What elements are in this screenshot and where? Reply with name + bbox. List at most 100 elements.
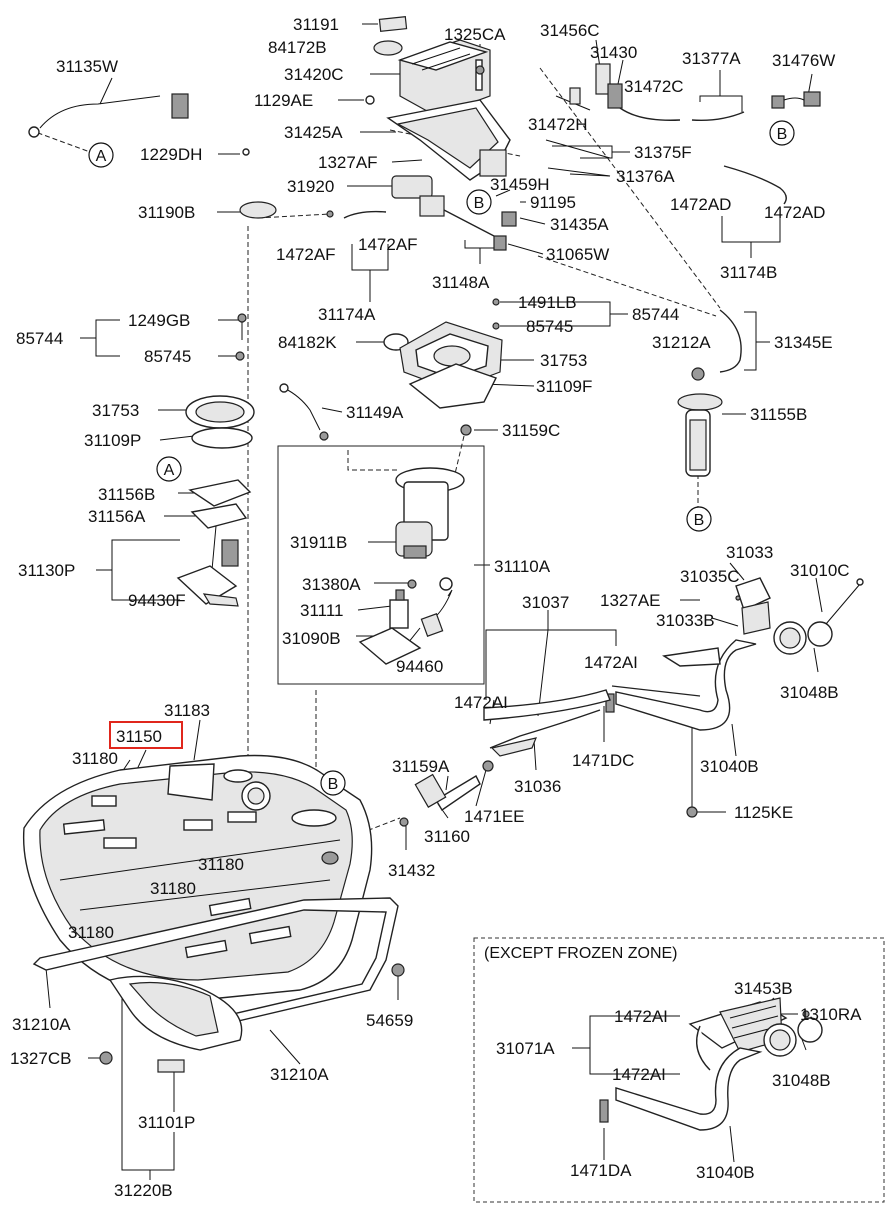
svg-text:B: B (694, 512, 705, 529)
label-31210a-left: 31210A (12, 1015, 71, 1034)
pump-cover-plate (383, 298, 503, 409)
label-31210a-bottom: 31210A (270, 1065, 329, 1084)
label-1472af-left: 1472AF (276, 245, 336, 264)
filler-neck-right (483, 577, 864, 818)
label-31036: 31036 (514, 777, 561, 796)
reference-b-right: B (769, 120, 795, 146)
label-31109f: 31109F (536, 377, 592, 396)
label-31109p: 31109P (84, 431, 141, 450)
label-31220b: 31220B (114, 1181, 173, 1200)
reference-b-canister: B (466, 189, 492, 215)
label-31035c: 31035C (680, 567, 740, 586)
label-1249gb: 1249GB (128, 311, 190, 330)
label-31920: 31920 (287, 177, 334, 196)
label-1491lb: 1491LB (518, 293, 577, 312)
reference-a-top: A (88, 142, 114, 168)
label-31180-b: 31180 (198, 855, 244, 874)
svg-text:B: B (777, 126, 788, 143)
vent-hoses (28, 63, 821, 205)
label-31156b: 31156B (98, 485, 155, 504)
frozen-zone-title: (EXCEPT FROZEN ZONE) (484, 945, 678, 962)
fuel-sender-left (176, 479, 252, 607)
label-31071a: 31071A (496, 1039, 555, 1058)
reference-b-valve: B (686, 506, 712, 532)
label-1471ee: 1471EE (464, 807, 525, 826)
label-31380a: 31380A (302, 575, 361, 594)
label-1125ke: 1125KE (734, 803, 793, 822)
label-31111: 31111 (300, 601, 344, 620)
svg-text:B: B (328, 776, 339, 793)
label-1472ai-a: 1472AI (584, 653, 638, 672)
label-1327ae: 1327AE (600, 591, 661, 610)
label-31033b: 31033B (656, 611, 715, 630)
label-31191: 31191 (293, 15, 339, 34)
label-31149a: 31149A (346, 403, 404, 422)
label-31375f: 31375F (634, 143, 692, 162)
sender-plate-left (185, 313, 255, 449)
fuel-pump-assembly (277, 383, 485, 685)
svg-text:A: A (164, 462, 175, 479)
label-94430f: 94430F (128, 591, 186, 610)
label-31212a: 31212A (652, 333, 711, 352)
label-31130p: 31130P (18, 561, 75, 580)
label-31753-left: 31753 (92, 401, 139, 420)
label-31459h: 31459H (490, 175, 550, 194)
label-1327af: 1327AF (318, 153, 378, 172)
label-1472ai-c: 1472AI (614, 1007, 668, 1026)
label-31472c: 31472C (624, 77, 684, 96)
label-1310ra: 1310RA (800, 1005, 862, 1024)
reference-b-tank: B (320, 770, 346, 796)
label-31040b: 31040B (700, 757, 759, 776)
part-labels: 31191 84172B 1325CA 31456C 31430 31377A … (10, 15, 862, 1200)
reference-markers: A B B A B B (88, 120, 795, 796)
tank-straps (32, 897, 405, 1073)
label-84172b: 84172B (268, 38, 327, 57)
label-1472af-right: 1472AF (358, 235, 418, 254)
label-31377a: 31377A (682, 49, 741, 68)
label-31101p: 31101P (138, 1113, 195, 1132)
label-31048b: 31048B (780, 683, 839, 702)
label-1471da: 1471DA (570, 1161, 632, 1180)
label-31160: 31160 (424, 827, 470, 846)
frozen-zone-section (473, 937, 885, 1203)
label-1472ad-right: 1472AD (764, 203, 825, 222)
label-31174b: 31174B (720, 263, 777, 282)
label-31345e: 31345E (774, 333, 833, 352)
label-31180-d: 31180 (68, 923, 114, 942)
label-31155b: 31155B (750, 405, 807, 424)
label-85744-right: 85744 (632, 305, 679, 324)
label-31156a: 31156A (88, 507, 146, 526)
label-31110a: 31110A (494, 557, 551, 576)
label-31376a: 31376A (616, 167, 675, 186)
label-31048b-frozen: 31048B (772, 1071, 831, 1090)
label-1471dc: 1471DC (572, 751, 634, 770)
label-31010c: 31010C (790, 561, 850, 580)
label-85744-left: 85744 (16, 329, 63, 348)
label-85745-left: 85745 (144, 347, 191, 366)
label-31476w: 31476W (772, 51, 835, 70)
label-91195: 91195 (530, 193, 576, 212)
svg-text:A: A (96, 148, 107, 165)
filler-tube-lower (399, 760, 494, 827)
label-31420c: 31420C (284, 65, 344, 84)
label-31090b: 31090B (282, 629, 341, 648)
label-1472ad-left: 1472AD (670, 195, 731, 214)
label-31159c: 31159C (502, 421, 560, 440)
label-31148a: 31148A (432, 273, 490, 292)
reference-a-sender: A (156, 456, 182, 482)
fuel-tank (22, 754, 373, 1001)
vent-valve-right (677, 309, 742, 477)
label-31159a: 31159A (392, 757, 450, 776)
label-31180-a: 31180 (72, 749, 118, 768)
label-94460: 94460 (396, 657, 443, 676)
label-31430: 31430 (590, 43, 637, 62)
label-1472ai-d: 1472AI (612, 1065, 666, 1084)
label-31753-center: 31753 (540, 351, 587, 370)
label-54659: 54659 (366, 1011, 413, 1030)
label-31911b: 31911B (290, 533, 347, 552)
label-85745-right: 85745 (526, 317, 573, 336)
label-1229dh: 1229DH (140, 145, 202, 164)
label-31174a: 31174A (318, 305, 376, 324)
label-1472ai-b: 1472AI (454, 693, 508, 712)
